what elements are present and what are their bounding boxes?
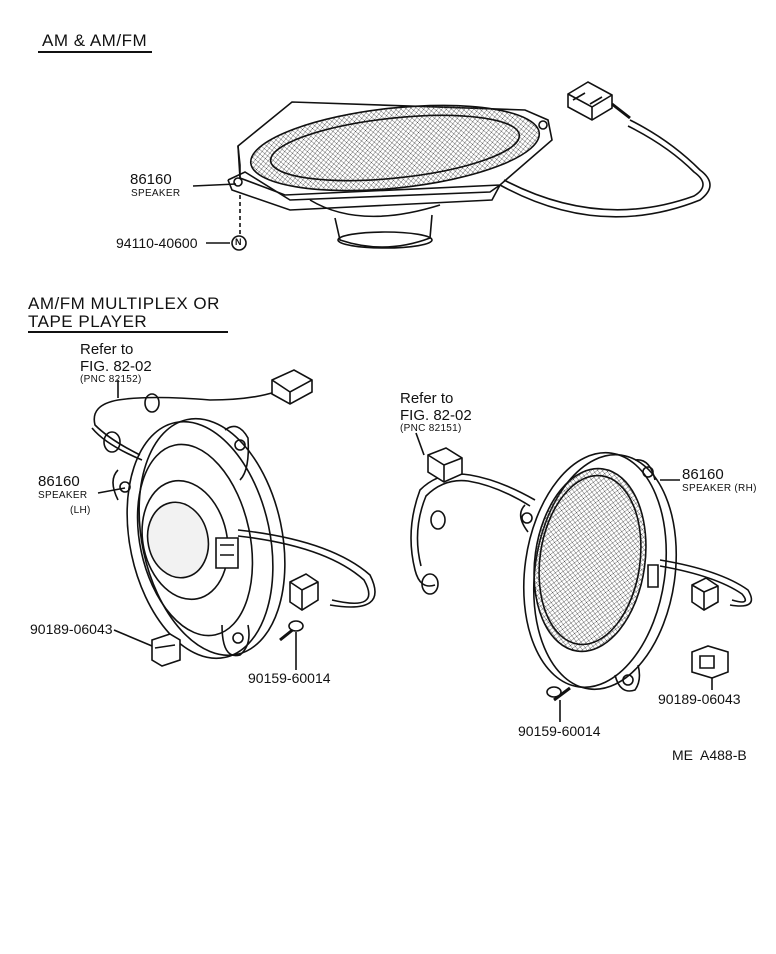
- wire-connector: [428, 448, 462, 482]
- mount-hole: [539, 121, 547, 129]
- grommet: [422, 574, 438, 594]
- speaker-lh-side: (LH): [70, 505, 91, 516]
- wire-connector: [290, 574, 318, 610]
- leader-refer-right: [416, 433, 424, 455]
- fig-ref-right: FIG. 82-02: [400, 407, 472, 424]
- speaker-part-number: 86160: [130, 171, 172, 188]
- terminal: [648, 565, 658, 587]
- right-round-speaker: [411, 443, 751, 700]
- clip-right-part-number: 90189-06043: [658, 691, 741, 707]
- fig-ref-left: FIG. 82-02: [80, 358, 152, 375]
- mount-hole: [623, 675, 633, 685]
- heading-multiplex-line1: AM/FM MULTIPLEX OR: [28, 294, 220, 313]
- grommet: [431, 511, 445, 529]
- heading-multiplex-line2: TAPE PLAYER: [28, 312, 148, 331]
- leader-speaker-top: [193, 184, 236, 186]
- heading-am: AM & AM/FM: [42, 31, 148, 50]
- mount-hole: [233, 633, 243, 643]
- speaker-label: SPEAKER: [131, 188, 181, 199]
- nut-symbol: [232, 236, 246, 250]
- refer-to-right: Refer to: [400, 390, 454, 407]
- screw: [547, 687, 570, 700]
- speaker-rh-part-number: 86160: [682, 466, 724, 483]
- mount-hole: [643, 467, 653, 477]
- screw: [280, 621, 303, 640]
- mount-hole: [234, 178, 242, 186]
- nut-part-number: 94110-40600: [116, 235, 198, 251]
- left-round-speaker: [92, 370, 375, 672]
- wire-connector: [692, 578, 718, 610]
- leader-speaker-lh: [98, 488, 125, 493]
- speaker-lh-label: SPEAKER: [38, 490, 88, 501]
- wire-connector: [272, 370, 312, 404]
- speaker-lh-part-number: 86160: [38, 473, 80, 490]
- leader-clip-left: [114, 630, 152, 646]
- refer-to-left: Refer to: [80, 341, 134, 358]
- figure-code: ME A488-B: [672, 747, 747, 763]
- mount-hole: [235, 440, 245, 450]
- wire-connector: [568, 82, 630, 120]
- clip-fastener: [152, 634, 180, 666]
- clip-fastener: [692, 646, 728, 678]
- terminal: [216, 538, 238, 568]
- speaker-rh-label: SPEAKER (RH): [682, 483, 757, 494]
- oval-speaker: [228, 82, 710, 248]
- screw-left-part-number: 90159-60014: [248, 670, 331, 686]
- clip-left-part-number: 90189-06043: [30, 621, 113, 637]
- grommet: [145, 394, 159, 412]
- pnc-ref-right: (PNC 82151): [400, 423, 462, 434]
- nut-symbol-label: N: [235, 237, 242, 247]
- mount-hole: [522, 513, 532, 523]
- pnc-ref-left: (PNC 82152): [80, 374, 142, 385]
- screw-right-part-number: 90159-60014: [518, 723, 601, 739]
- grommet: [104, 432, 120, 452]
- mount-hole: [120, 482, 130, 492]
